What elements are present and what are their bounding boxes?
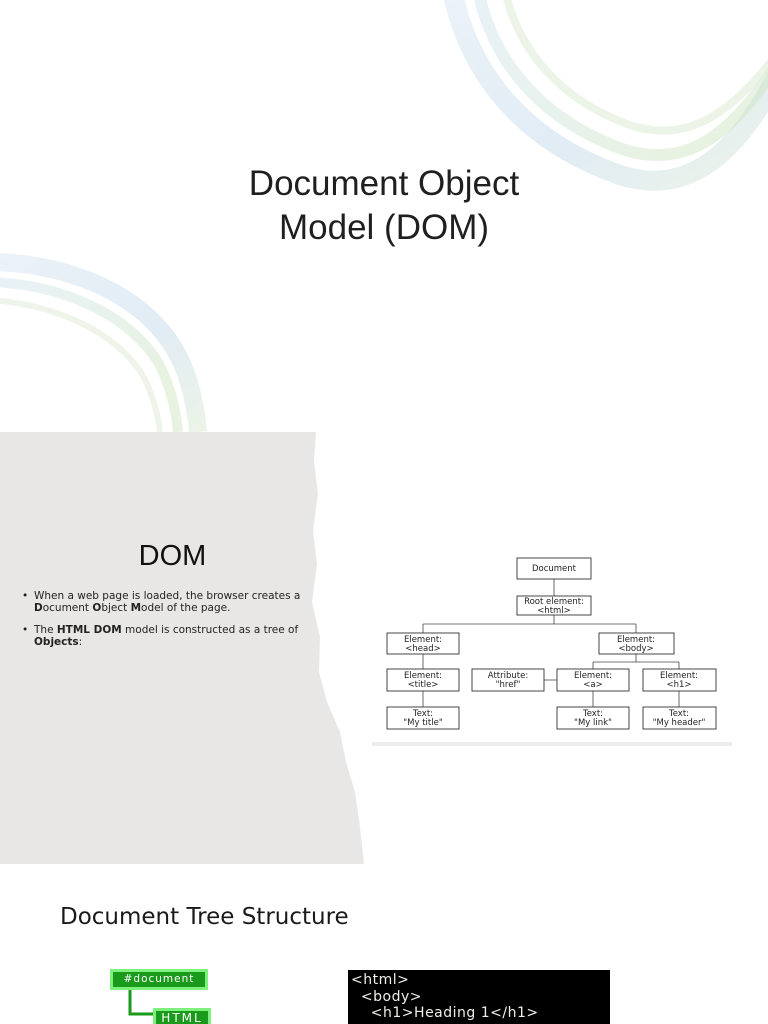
node-connector: [128, 990, 154, 1016]
tree-label: <a>: [583, 680, 602, 690]
tree-node-attribute: [471, 668, 545, 692]
tree-label: "href": [496, 680, 521, 690]
tree-node-text-title: [386, 706, 460, 730]
tree-node-body: [598, 632, 675, 655]
bullet-list: When a web page is loaded, the browser c…: [22, 590, 317, 658]
tree-label: Root element:: [524, 597, 584, 607]
bullet-item: When a web page is loaded, the browser c…: [22, 590, 317, 614]
bullet-item: The HTML DOM model is constructed as a t…: [22, 624, 317, 648]
tree-label: <head>: [405, 644, 440, 654]
slide-title-line-2: Model (DOM): [278, 208, 490, 247]
slide-title-line-1: Document Object: [248, 164, 520, 203]
tree-node-a: [556, 668, 630, 692]
tree-label: "My link": [574, 718, 612, 728]
torn-paper-panel: [0, 432, 364, 864]
tree-label: <body>: [618, 644, 653, 654]
tree-label: "My header": [653, 718, 706, 728]
tree-node-title: [386, 668, 460, 692]
code-line: <html>: [351, 972, 410, 988]
tree-label: Text:: [412, 709, 433, 719]
code-block: <html> <body> <h1>Heading 1</h1>: [348, 970, 610, 1024]
tree-structure-slide: Document Tree Structure #document HTML <…: [0, 864, 768, 1024]
html-node: HTML: [153, 1008, 211, 1024]
title-slide: Document Object Model (DOM): [0, 0, 768, 432]
tree-label: <h1>: [666, 680, 691, 690]
slide-title: Document Object Model (DOM): [184, 162, 584, 250]
tree-label: "My title": [403, 718, 443, 728]
dom-slide: DOM When a web page is loaded, the brows…: [0, 432, 768, 864]
code-line: <h1>Heading 1</h1>: [351, 1005, 539, 1021]
tree-label: Document: [532, 564, 577, 574]
tree-node-document: [516, 557, 592, 580]
tree-label: Text:: [582, 709, 603, 719]
slide-heading: DOM: [138, 540, 207, 572]
tree-label: Element:: [617, 635, 655, 645]
tree-label: Element:: [574, 671, 612, 681]
dom-tree-diagram: Document Root element: <html> Element: <…: [372, 557, 732, 746]
code-line: <body>: [351, 988, 422, 1005]
tree-node-head: [386, 632, 460, 655]
slide-heading: Document Tree Structure: [60, 904, 349, 930]
document-node: #document: [110, 969, 208, 990]
tree-label: Element:: [660, 671, 698, 681]
tree-label: Element:: [404, 635, 442, 645]
tree-label: Attribute:: [488, 671, 528, 681]
tree-label: <title>: [408, 680, 439, 690]
tree-label: Text:: [668, 709, 689, 719]
tree-label: Element:: [404, 671, 442, 681]
tree-node-h1: [642, 668, 717, 692]
tree-label: <html>: [537, 606, 571, 616]
tree-node-root: [516, 595, 592, 616]
tree-node-text-header: [642, 706, 717, 730]
tree-node-text-link: [556, 706, 630, 730]
diagram-shadow: [372, 742, 732, 746]
